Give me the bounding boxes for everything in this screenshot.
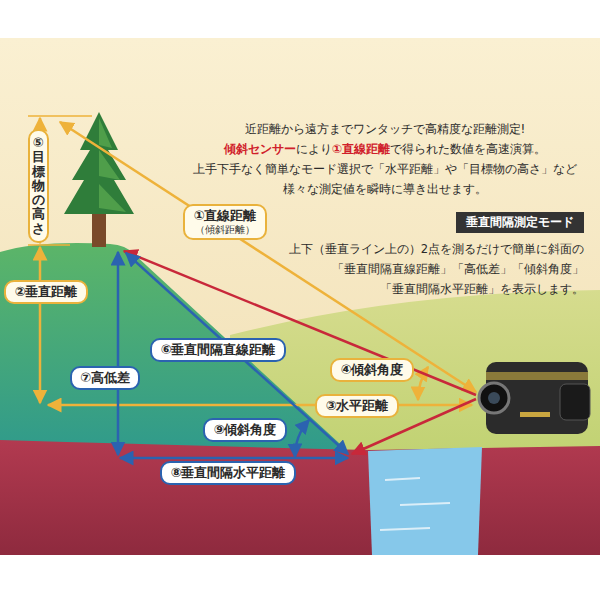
callout-text: ⑨傾斜角度 [213, 422, 276, 437]
rangefinder-lens-glass [488, 392, 500, 404]
water [368, 447, 482, 555]
ground [0, 440, 600, 555]
angle-arc [295, 420, 309, 457]
body-text: で得られた数値を高速演算。 [390, 142, 546, 156]
callout-text: ⑥垂直間隔直線距離 [160, 342, 275, 357]
callout-text: ②垂直距離 [14, 284, 77, 299]
callout-note: （傾斜距離） [193, 224, 256, 237]
body-text: 「垂直間隔水平距離」を表示します。 [380, 282, 584, 296]
callout-box: ④傾斜角度 [330, 358, 413, 382]
rangefinder-badge [520, 412, 550, 417]
gap-horizontal-line [120, 457, 348, 460]
rangefinder-stripe [486, 372, 588, 380]
text-line: 「垂直間隔直線距離」「高低差」「傾斜角度」 [332, 262, 584, 277]
callout-text: ⑤目標物の高さ [32, 136, 45, 236]
callout-box: ⑧垂直間隔水平距離 [160, 461, 295, 485]
callout-box: ⑥垂直間隔直線距離 [150, 338, 285, 362]
water-ripple [380, 478, 450, 530]
highlight-text: ①直線距離 [332, 142, 390, 156]
callout-box: ⑦高低差 [70, 366, 140, 390]
text-line: 傾斜センサーにより①直線距離で得られた数値を高速演算。 [224, 142, 546, 158]
sky [0, 38, 600, 555]
body-text: 上手下手なく簡単なモード選択で「水平距離」や「目標物の高さ」など [193, 162, 577, 176]
mode-heading-box: 垂直間隔測定モード [456, 212, 584, 233]
rangefinder-lens [479, 383, 509, 413]
body-text: 上下（垂直ライン上の）2点を測るだけで簡単に斜面の [289, 242, 584, 256]
vertical-distance-line [39, 247, 42, 403]
callout-box: ③水平距離 [315, 394, 398, 418]
callout-text: ⑧垂直間隔水平距離 [170, 465, 285, 480]
highlight-text: 傾斜センサー [224, 142, 296, 156]
callout-text: ③水平距離 [325, 398, 388, 413]
body-text: 「垂直間隔直線距離」「高低差」「傾斜角度」 [332, 262, 584, 276]
callout-box: ①直線距離（傾斜距離） [183, 204, 266, 241]
text-line: 上手下手なく簡単なモード選択で「水平距離」や「目標物の高さ」など [193, 162, 577, 178]
text-line: 様々な測定値を瞬時に導き出せます。 [283, 182, 487, 198]
callout-box: ⑨傾斜角度 [203, 418, 286, 442]
callout-text: ⑦高低差 [80, 370, 130, 385]
slope-hill [0, 243, 352, 455]
callout-text: ①直線距離 [193, 208, 256, 223]
text-line: 上下（垂直ライン上の）2点を測るだけで簡単に斜面の [289, 242, 584, 257]
tick-line [28, 115, 92, 117]
slope-line [126, 253, 348, 454]
tick-line [28, 244, 70, 246]
horizontal-distance-line [48, 404, 472, 407]
tree-highlight [99, 118, 126, 212]
callout-box: ②垂直距離 [4, 280, 87, 304]
body-text: 近距離から遠方までワンタッチで高精度な距離測定! [245, 122, 526, 136]
text-line: 近距離から遠方までワンタッチで高精度な距離測定! [245, 122, 526, 138]
body-text: により [296, 142, 332, 156]
text-line: 「垂直間隔水平距離」を表示します。 [380, 282, 584, 297]
body-text: 様々な測定値を瞬時に導き出せます。 [283, 182, 487, 196]
elevation-line [117, 252, 120, 455]
callout-text: ④傾斜角度 [340, 362, 403, 377]
callout-box: ⑤目標物の高さ [28, 129, 49, 243]
callout-text: 垂直間隔測定モード [466, 215, 574, 229]
rangefinder-eyepiece [560, 384, 590, 420]
